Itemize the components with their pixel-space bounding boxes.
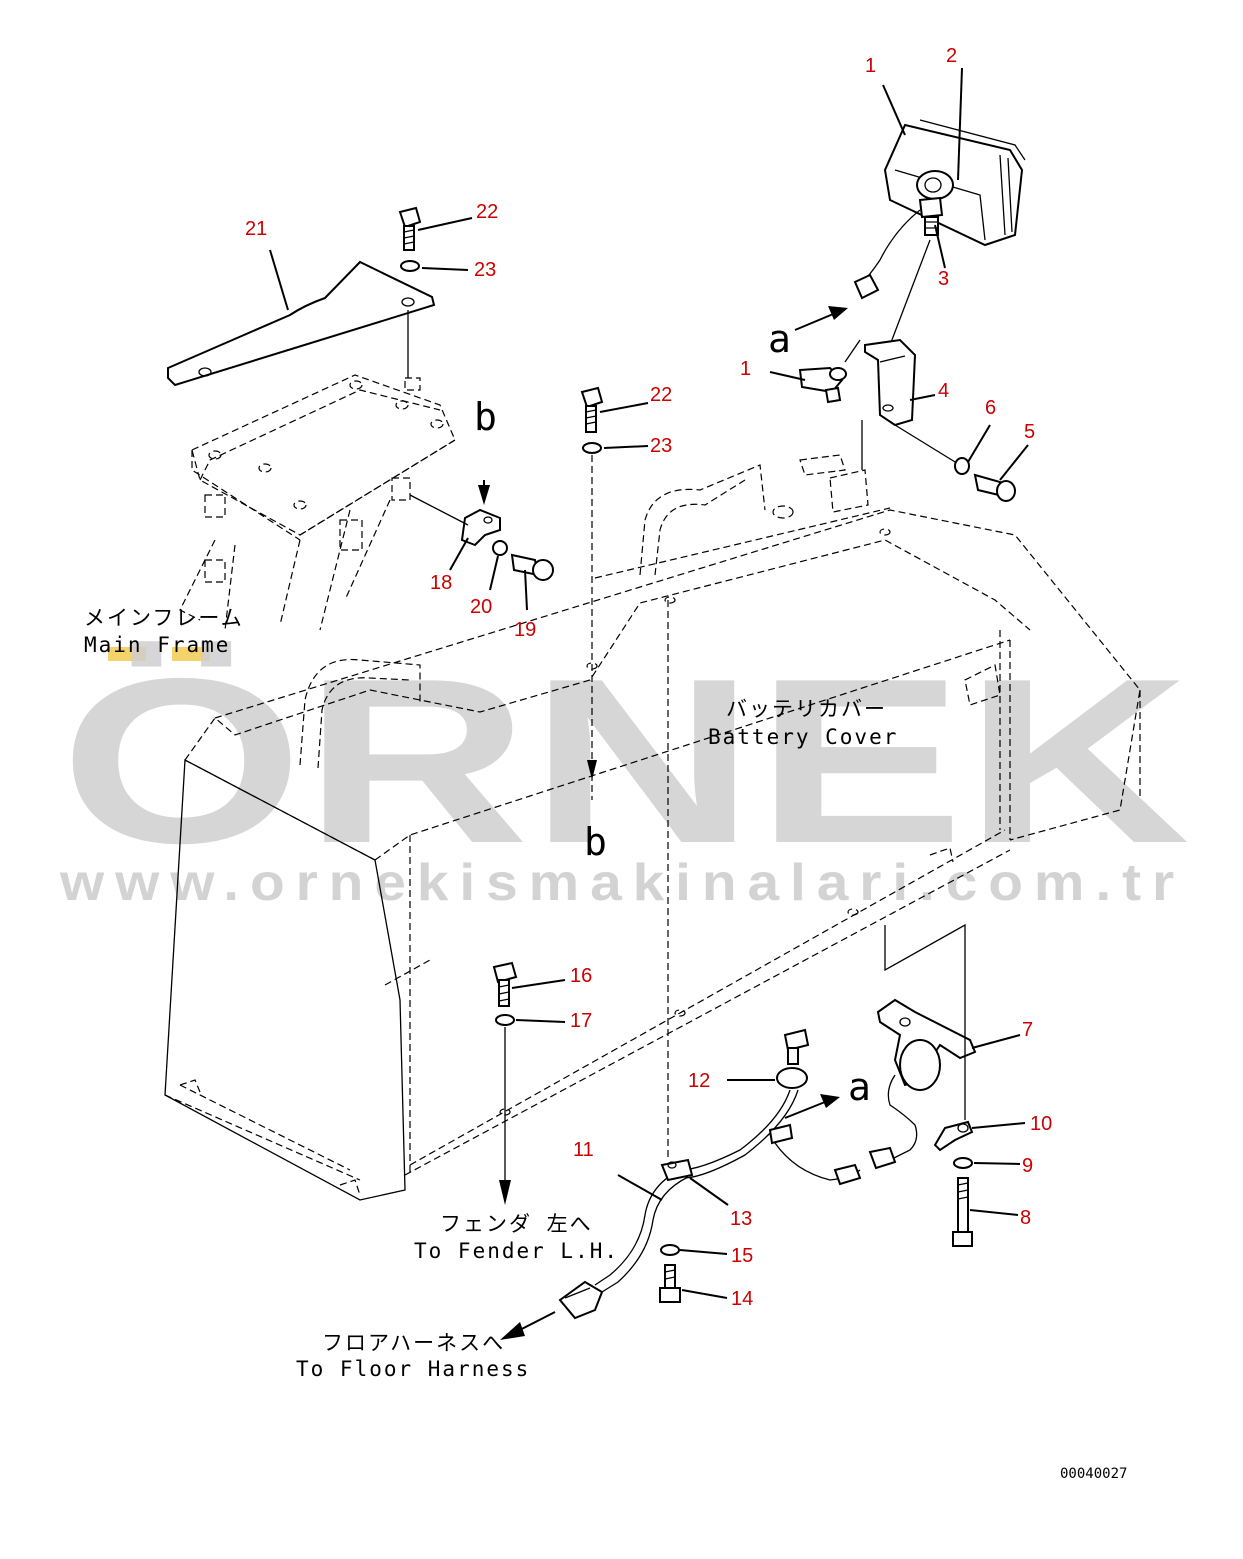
bolt-22-center: [580, 386, 604, 433]
arrow-a-bottom-shaft: [784, 1099, 831, 1119]
arrow-a-top-shaft: [794, 311, 839, 331]
washer-15: [660, 1244, 680, 1256]
callouts: 1 2 3 1 4 6 5 21 22 23 22 23 18 20 19 16…: [245, 45, 1052, 1310]
arrow-fender-head: [499, 1180, 511, 1205]
callout-4: 4: [938, 380, 949, 402]
washer-6: [954, 457, 970, 475]
washer-23-center: [582, 442, 602, 454]
watermark-accent-right: [172, 647, 210, 661]
callout-1: 1: [865, 55, 876, 77]
label-fender-en: To Fender L.H.: [414, 1239, 619, 1263]
callout-9: 9: [1022, 1155, 1033, 1177]
callout-22-center: 22: [650, 384, 672, 406]
callout-23-top: 23: [474, 259, 496, 281]
bolt-14: [659, 1264, 681, 1303]
callout-14: 14: [731, 1288, 753, 1310]
callout-12: 12: [688, 1070, 710, 1092]
letter-b-bottom: b: [584, 820, 607, 864]
label-battery-cover-en: Battery Cover: [708, 725, 898, 749]
callout-21: 21: [245, 218, 267, 240]
callout-19: 19: [514, 619, 536, 641]
washer-9: [953, 1157, 973, 1169]
washer-17: [495, 1014, 515, 1026]
washer-23-top: [400, 260, 420, 272]
battery-cover: [164, 454, 1141, 1201]
callout-15: 15: [731, 1245, 753, 1267]
label-fender-jp: フェンダ 左へ: [440, 1212, 593, 1236]
callout-2: 2: [946, 45, 957, 67]
callout-17: 17: [570, 1010, 592, 1032]
callout-11: 11: [573, 1139, 594, 1161]
callout-5: 5: [1024, 421, 1035, 443]
letter-a-top: a: [768, 317, 791, 361]
horn-7: [868, 923, 977, 1170]
arrow-a-top-head: [828, 306, 848, 320]
label-battery-cover-jp: バッテリカバー: [726, 697, 887, 721]
callout-22-top: 22: [476, 201, 498, 223]
bolt-19: [510, 553, 554, 581]
main-frame: [179, 374, 456, 631]
watermark-accent-left: [108, 647, 146, 661]
callout-7: 7: [1022, 1019, 1033, 1041]
watermark-brand: ÖRNEK: [60, 629, 1190, 892]
label-floor-en: To Floor Harness: [296, 1357, 530, 1381]
watermark: ÖRNEK www.ornekismakinalari.com.tr: [59, 629, 1190, 912]
arrow-a-bottom-head: [820, 1094, 840, 1108]
letter-b-top: b: [474, 395, 497, 439]
arrow-floor-head: [500, 1322, 525, 1340]
callout-3: 3: [938, 268, 949, 290]
callout-1-spacer: 1: [740, 358, 751, 380]
bracket-4: [861, 338, 961, 470]
callout-20: 20: [470, 596, 492, 618]
bolt-8: [952, 1177, 973, 1247]
terminal-10: [933, 1120, 974, 1152]
callout-6: 6: [985, 397, 996, 419]
bolt-16: [492, 961, 518, 1007]
washer-20: [492, 540, 508, 556]
drawing-code: 00040027: [1060, 1466, 1127, 1482]
bracket-18: [409, 494, 501, 547]
label-floor-jp: フロアハーネスへ: [322, 1331, 505, 1355]
callout-23-center: 23: [650, 435, 672, 457]
bolt-5: [973, 473, 1016, 502]
arrow-b-head: [478, 485, 490, 505]
grommet-12: [679, 1028, 862, 1186]
callout-18: 18: [430, 572, 452, 594]
work-lamp: [853, 119, 1026, 346]
letter-a-bottom: a: [848, 1065, 871, 1109]
spacer-1: [798, 339, 861, 404]
callout-16: 16: [570, 965, 592, 987]
bolt-22-top: [398, 206, 422, 251]
clamp-13: [660, 1158, 694, 1182]
harness-11: [558, 1169, 689, 1320]
arrow-b-down: [587, 760, 597, 780]
callout-8: 8: [1020, 1207, 1031, 1229]
plate-21: [167, 260, 436, 387]
callout-13: 13: [730, 1208, 752, 1230]
label-main-frame-jp: メインフレーム: [84, 606, 244, 630]
callout-10: 10: [1030, 1113, 1052, 1135]
leader-lines: [269, 67, 1029, 1299]
watermark-url: www.ornekismakinalari.com.tr: [59, 854, 1185, 912]
view-letters: a b b a: [474, 317, 871, 1109]
text-labels: メインフレーム Main Frame バッテリカバー Battery Cover…: [84, 606, 1127, 1482]
label-main-frame-en: Main Frame: [84, 633, 230, 657]
